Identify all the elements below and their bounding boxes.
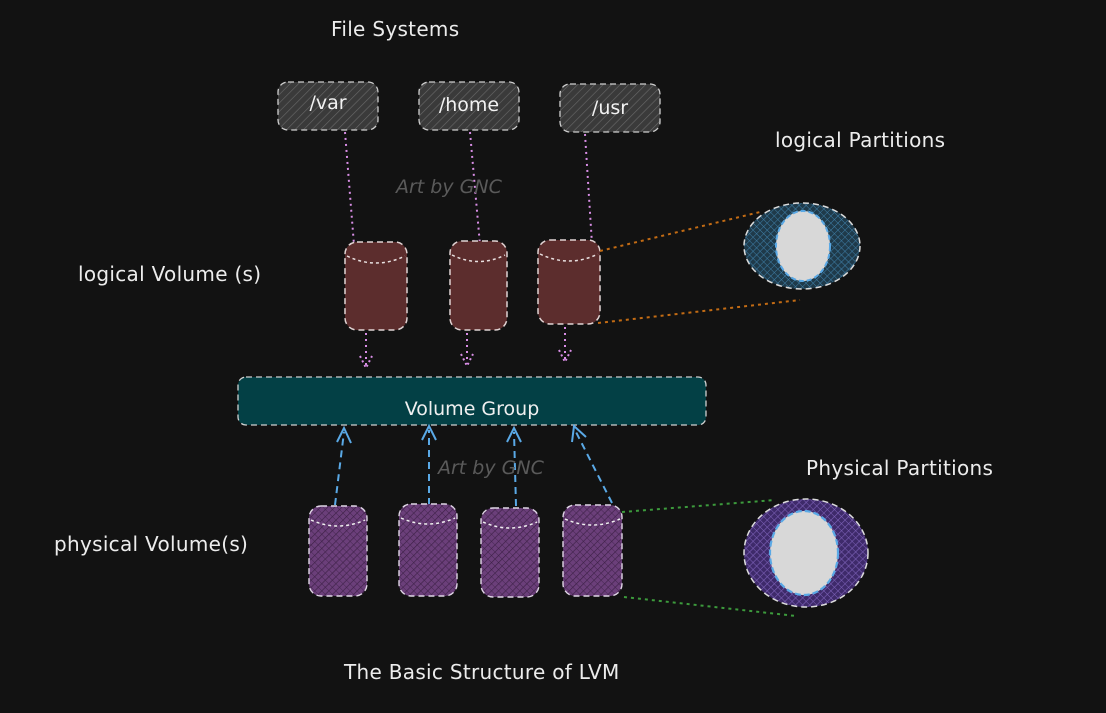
logical-volumes-label: logical Volume (s) — [78, 262, 262, 286]
volume-group-label: Volume Group — [404, 398, 540, 420]
fs-box-var — [277, 81, 379, 131]
logical-volume-2 — [449, 240, 508, 331]
logical-volume-1 — [344, 241, 408, 331]
logical-partitions-label: logical Partitions — [775, 128, 946, 152]
volume-group-box — [237, 376, 707, 426]
fs-box-home — [418, 81, 520, 131]
logical-volume-3 — [537, 239, 601, 325]
logical-partition-connectors — [597, 211, 801, 324]
pv-to-vg-arrows — [334, 423, 613, 507]
physical-partitions-label: Physical Partitions — [806, 456, 994, 480]
physical-volumes-label: physical Volume(s) — [54, 532, 249, 556]
physical-volume-4 — [562, 504, 623, 597]
physical-volume-3 — [480, 507, 540, 598]
physical-volume-2 — [398, 503, 458, 597]
watermark-top: Art by GNC — [396, 176, 502, 198]
fs-label-home: /home — [438, 94, 500, 116]
logical-partition-disk — [743, 202, 861, 290]
diagram-caption: The Basic Structure of LVM — [344, 660, 620, 684]
watermark-bottom: Art by GNC — [438, 457, 544, 479]
physical-volume-1 — [308, 505, 368, 597]
fs-box-usr — [559, 83, 661, 133]
lv-to-vg-arrows — [359, 327, 572, 371]
fs-to-lv-connectors — [344, 131, 593, 246]
physical-partition-disk — [743, 498, 869, 608]
fs-label-var: /var — [309, 92, 347, 114]
file-systems-title: File Systems — [331, 17, 460, 41]
fs-label-usr: /usr — [591, 97, 629, 119]
physical-partition-connectors — [621, 499, 797, 617]
